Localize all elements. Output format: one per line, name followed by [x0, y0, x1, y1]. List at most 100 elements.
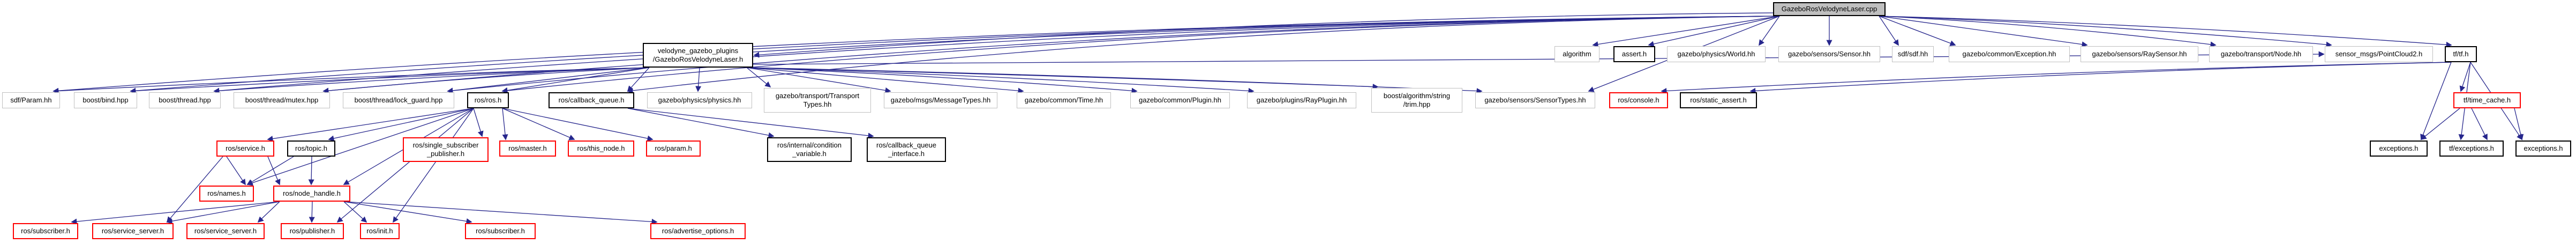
node-ros_ros[interactable]: ros/ros.h [467, 92, 509, 108]
node-publisher[interactable]: ros/publisher.h [281, 223, 344, 239]
node-topic[interactable]: ros/topic.h [287, 141, 335, 157]
node-param[interactable]: ros/param.h [646, 141, 701, 157]
node-time_cache[interactable]: tf/time_cache.h [2453, 92, 2521, 108]
node-exceptions_b[interactable]: exceptions.h [2515, 141, 2571, 157]
edge-node_handle-advertise_options [343, 201, 658, 225]
node-cond_var[interactable]: ros/internal/condition _variable.h [767, 137, 852, 162]
edge-node_handle-init [343, 201, 367, 223]
edge-velodyne_h-plugin_hh [746, 67, 1138, 94]
edge-velodyne_h-ros_ros [501, 67, 650, 93]
node-velodyne_h[interactable]: velodyne_gazebo_plugins /GazeboRosVelody… [643, 43, 753, 68]
node-cpp: GazeboRosVelodyneLaser.cpp [1773, 2, 1886, 16]
node-algorithm: algorithm [1554, 46, 1599, 62]
node-service[interactable]: ros/service.h [216, 141, 274, 157]
edge-ros_ros-master [502, 108, 508, 141]
node-init[interactable]: ros/init.h [360, 223, 400, 239]
edge-cpp-pointcloud2 [1879, 16, 2332, 48]
edge-velodyne_h-rayplugin [746, 67, 1255, 94]
edge-velodyne_h-messagetypes [746, 67, 891, 93]
node-trim: boost/algorithm/string /trim.hpp [1371, 88, 1462, 113]
edge-velodyne_h-boost_thread [213, 67, 650, 94]
edge-cpp-assert_h [1648, 16, 1780, 47]
edge-cpp-boost_bind [130, 16, 1780, 94]
edge-callback_queue-cond_var [627, 108, 775, 138]
edge-node_handle-subscriber_a [71, 201, 280, 225]
node-single_sub[interactable]: ros/single_subscriber _publisher.h [403, 137, 489, 162]
node-cq_iface[interactable]: ros/callback_queue _interface.h [867, 137, 946, 162]
edge-tf_tf-exceptions_a [2420, 62, 2452, 141]
edge-ros_ros-this_node [502, 108, 575, 141]
node-service_server_b[interactable]: ros/service_server.h [186, 223, 265, 239]
node-world: gazebo/physics/World.hh [1667, 46, 1766, 62]
edge-service-node_handle [267, 156, 281, 186]
node-assert_h[interactable]: assert.h [1613, 46, 1655, 62]
node-pointcloud2: sensor_msgs/PointCloud2.h [2325, 46, 2433, 62]
node-boost_lockguard: boost/thread/lock_guard.hpp [343, 92, 454, 108]
edge-velodyne_h-trim [746, 67, 1379, 90]
node-exception: gazebo/common/Exception.hh [1949, 46, 2070, 62]
node-boost_bind: boost/bind.hpp [74, 92, 137, 108]
node-boost_mutex: boost/thread/mutex.hpp [234, 92, 330, 108]
edge-cpp-exception [1879, 16, 1956, 46]
node-plugin_hh: gazebo/common/Plugin.hh [1130, 92, 1230, 108]
node-sensortypes: gazebo/sensors/SensorTypes.hh [1475, 92, 1595, 108]
node-this_node[interactable]: ros/this_node.h [568, 141, 634, 157]
edge-velodyne_h-sensortypes [746, 67, 1483, 94]
edge-cpp-ros_ros [501, 16, 1780, 94]
edge-velodyne_h-time_hh [746, 67, 1024, 94]
edge-time_cache-exceptions_b [2514, 108, 2524, 141]
node-node_hh: gazebo/transport/Node.hh [2209, 46, 2313, 62]
edge-cpp-tf_tf [1879, 16, 2452, 48]
edge-velodyne_h-boost_bind [130, 67, 650, 94]
node-names[interactable]: ros/names.h [199, 186, 254, 202]
edge-cpp-boost_thread [213, 16, 1780, 94]
node-messagetypes: gazebo/msgs/MessageTypes.hh [884, 92, 997, 108]
edge-cpp-sdf_sdf [1879, 16, 1899, 46]
node-master[interactable]: ros/master.h [499, 141, 556, 157]
edge-node_handle-service_server_a [166, 201, 280, 224]
edge-ros_ros-single_sub [473, 108, 484, 137]
node-raysensor: gazebo/sensors/RaySensor.hh [2081, 46, 2198, 62]
node-node_handle[interactable]: ros/node_handle.h [273, 186, 350, 202]
node-tf_tf[interactable]: tf/tf.h [2445, 46, 2477, 62]
node-advertise_options[interactable]: ros/advertise_options.h [650, 223, 746, 239]
node-subscriber_b[interactable]: ros/subscriber.h [465, 223, 536, 239]
node-sdf_sdf: sdf/sdf.hh [1892, 46, 1934, 62]
edge-service-service_server_a [166, 156, 223, 223]
edge-service-names [226, 156, 246, 186]
node-sensor: gazebo/sensors/Sensor.hh [1778, 46, 1880, 62]
edge-ros_ros-publisher [336, 108, 474, 223]
edge-ros_ros-topic [328, 108, 474, 142]
edge-tf_tf-time_cache [2459, 62, 2471, 92]
edge-topic-names [246, 156, 294, 185]
edge-cpp-world [1759, 16, 1780, 46]
edge-ros_ros-param [502, 108, 654, 142]
edge-callback_queue-cq_iface [627, 108, 874, 139]
edge-ros_ros-names [246, 108, 474, 186]
edge-tf_tf-console [1661, 62, 2452, 94]
node-time_hh: gazebo/common/Time.hh [1017, 92, 1111, 108]
node-exceptions_a[interactable]: exceptions.h [2370, 141, 2428, 157]
edge-cpp-velodyne_h [753, 12, 1774, 58]
edge-cpp-raysensor [1879, 16, 2088, 48]
edge-velodyne_h-boost_lockguard [447, 67, 650, 94]
edge-velodyne_h-sdf_param [52, 67, 650, 94]
node-console[interactable]: ros/console.h [1609, 92, 1668, 108]
node-tf_exceptions[interactable]: tf/exceptions.h [2439, 141, 2504, 157]
node-sdf_param: sdf/Param.hh [2, 92, 60, 108]
node-subscriber_a[interactable]: ros/subscriber.h [13, 223, 78, 239]
edge-node_handle-service_server_b [257, 201, 280, 223]
edge-time_cache-exceptions_a [2420, 108, 2460, 141]
edge-ros_ros-init [393, 108, 474, 223]
node-static_assert[interactable]: ros/static_assert.h [1680, 92, 1757, 108]
node-transporttypes: gazebo/transport/Transport Types.hh [764, 88, 871, 113]
edge-node_handle-subscriber_b [343, 201, 472, 224]
node-service_server_a[interactable]: ros/service_server.h [92, 223, 174, 239]
node-physics: gazebo/physics/physics.hh [647, 92, 752, 108]
node-callback_queue[interactable]: ros/callback_queue.h [549, 92, 634, 108]
edge-topic-node_handle [308, 156, 314, 186]
edge-cpp-algorithm [1592, 16, 1780, 48]
edge-tf_tf-static_assert [1749, 62, 2452, 94]
